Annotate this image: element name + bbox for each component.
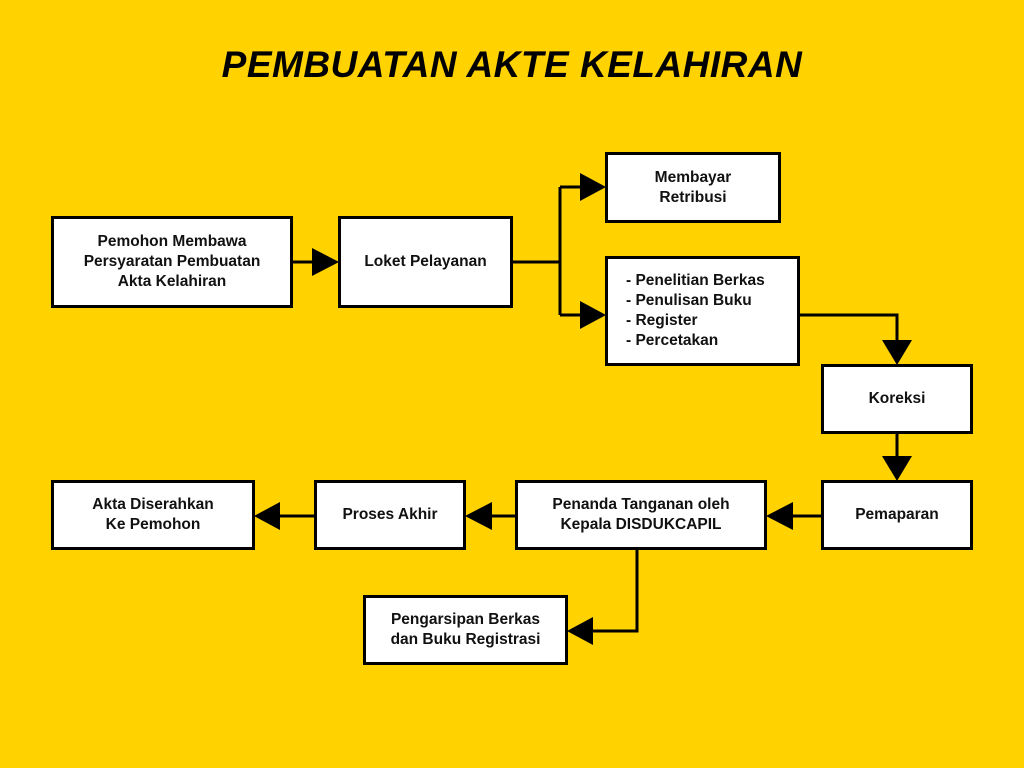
arrowhead-icon xyxy=(766,502,793,530)
arrowhead-icon xyxy=(312,248,339,276)
node-label: Akta Diserahkan Ke Pemohon xyxy=(92,496,214,533)
node-label: - Penelitian Berkas - Penulisan Buku - R… xyxy=(626,272,765,349)
node-pemohon: Pemohon Membawa Persyaratan Pembuatan Ak… xyxy=(51,216,293,308)
node-label: Pemohon Membawa Persyaratan Pembuatan Ak… xyxy=(83,233,261,290)
arrowhead-icon xyxy=(580,173,606,201)
node-label: Proses Akhir xyxy=(342,506,438,523)
node-pemaparan: Pemaparan xyxy=(821,480,973,550)
node-pengarsipan: Pengarsipan Berkas dan Buku Registrasi xyxy=(363,595,568,665)
arrowhead-icon xyxy=(882,340,912,365)
node-label: Koreksi xyxy=(868,390,926,407)
node-membayar-retribusi: Membayar Retribusi xyxy=(605,152,781,223)
arrowhead-icon xyxy=(254,502,280,530)
arrowhead-icon xyxy=(882,456,912,481)
node-label: Penanda Tanganan oleh Kepala DISDUKCAPIL xyxy=(552,496,730,533)
connector-penanda-pengarsipan xyxy=(591,549,639,633)
connector-penelitian-koreksi xyxy=(799,313,899,342)
node-label: Pengarsipan Berkas dan Buku Registrasi xyxy=(390,611,541,648)
arrowhead-icon xyxy=(465,502,492,530)
node-penelitian: - Penelitian Berkas - Penulisan Buku - R… xyxy=(605,256,800,366)
arrowhead-icon xyxy=(580,301,606,329)
diagram-title: PEMBUATAN AKTE KELAHIRAN xyxy=(221,44,803,85)
node-koreksi: Koreksi xyxy=(821,364,973,434)
node-label: Membayar Retribusi xyxy=(654,168,732,206)
node-label: Loket Pelayanan xyxy=(364,253,487,270)
node-akta-diserahkan: Akta Diserahkan Ke Pemohon xyxy=(51,480,255,550)
node-loket-pelayanan: Loket Pelayanan xyxy=(338,216,513,308)
node-label: Pemaparan xyxy=(855,506,939,523)
arrowhead-icon xyxy=(567,617,593,645)
node-proses-akhir: Proses Akhir xyxy=(314,480,466,550)
node-penanda-tanganan: Penanda Tanganan oleh Kepala DISDUKCAPIL xyxy=(515,480,767,550)
